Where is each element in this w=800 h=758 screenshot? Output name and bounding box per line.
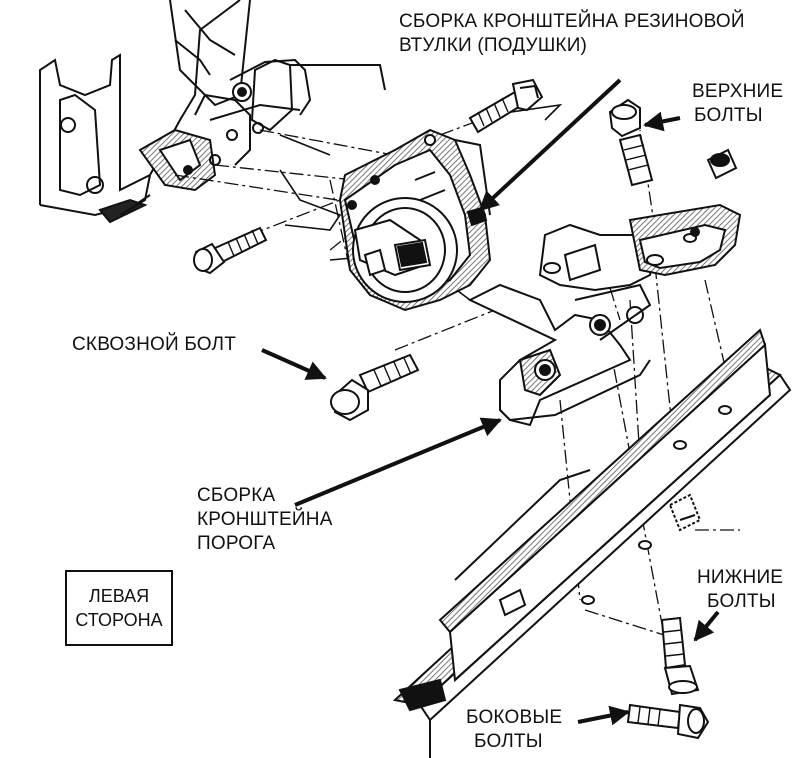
label-line: ВТУЛКИ (ПОДУШКИ): [399, 35, 588, 56]
label-sill-bracket-assembly: СБОРКА КРОНШТЕЙНА ПОРОГА: [197, 484, 333, 556]
engine-block: [39, 0, 386, 224]
sill-bracket-assembly: [467, 203, 742, 427]
label-upper-bolts: ВЕРХНИЕ БОЛТЫ: [692, 80, 783, 128]
label-line: ВЕРХНИЕ: [692, 81, 784, 102]
label-line: ПОРОГА: [197, 533, 276, 554]
label-side-bolts: БОКОВЫЕ БОЛТЫ: [466, 706, 562, 754]
label-line: БОКОВЫЕ: [466, 707, 563, 728]
label-line: СТОРОНА: [75, 610, 163, 630]
engine-mount-bolt: [193, 226, 268, 275]
through-bolt: [330, 353, 420, 422]
label-line: СБОРКА КРОНШТЕЙНА РЕЗИНОВОЙ: [399, 11, 745, 32]
rocker-sill-panel: [392, 328, 792, 758]
label-lower-bolts: НИЖНИЕ БОЛТЫ: [697, 566, 783, 614]
label-line: СКВОЗНОЙ БОЛТ: [72, 334, 237, 355]
rubber-bushing-assembly: [338, 128, 492, 312]
label-through-bolt: СКВОЗНОЙ БОЛТ: [72, 333, 236, 357]
left-side-tag: ЛЕВАЯ СТОРОНА: [65, 570, 173, 646]
label-line: БОЛТЫ: [474, 731, 543, 752]
label-line: НИЖНИЕ: [697, 567, 784, 588]
upper-through-bolt: [468, 78, 544, 134]
upper-bolts-group: [608, 98, 738, 187]
leader-arrows: [261, 78, 720, 726]
label-line: БОЛТЫ: [707, 591, 776, 612]
label-line: СБОРКА: [197, 485, 276, 506]
label-bushing-bracket-assembly: СБОРКА КРОНШТЕЙНА РЕЗИНОВОЙ ВТУЛКИ (ПОДУ…: [399, 10, 745, 58]
label-line: ЛЕВАЯ: [88, 586, 150, 606]
label-line: КРОНШТЕЙНА: [197, 509, 333, 530]
side-bolts-group: [626, 703, 710, 740]
label-line: БОЛТЫ: [694, 105, 763, 126]
lower-bolts-group: [660, 616, 700, 696]
